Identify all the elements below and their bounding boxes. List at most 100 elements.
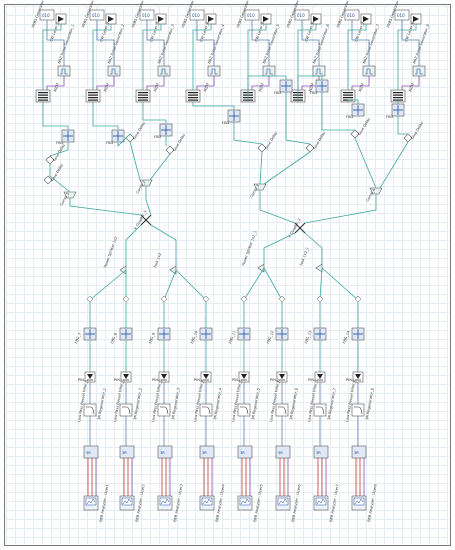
nrz-generator-4[interactable] <box>207 65 221 77</box>
fbg-encoder-2[interactable] <box>111 129 125 143</box>
regen-label-4: 3R Regenerator_4 <box>213 387 223 420</box>
fbg-decoder-6[interactable] <box>275 327 289 341</box>
fbg-encoder-5[interactable] <box>279 79 293 93</box>
lowpass-filter-6[interactable] <box>275 403 289 417</box>
ber-analyzer-8[interactable] <box>351 495 367 511</box>
nrz-generator-5[interactable] <box>262 65 276 77</box>
prbs-generator-1[interactable]: 010 <box>39 9 55 21</box>
regen-label-3: 3R Regenerator_3 <box>171 388 181 421</box>
regenerator-7[interactable]: 3R <box>313 445 329 459</box>
fbg-encoder-6[interactable] <box>315 79 329 93</box>
rx-delay-5[interactable] <box>240 295 248 303</box>
fbg-decoder-label-2: FBG_8 <box>110 332 118 345</box>
fbg-decoder-3[interactable] <box>157 327 171 341</box>
x-coupler-2[interactable] <box>294 222 306 234</box>
combiner-1[interactable] <box>63 191 77 199</box>
combiner-3[interactable] <box>253 183 267 191</box>
fbg-encoder-1[interactable] <box>61 129 75 143</box>
regenerator-3[interactable]: 3R <box>157 445 173 459</box>
ber-analyzer-1[interactable] <box>83 495 99 511</box>
regenerator-1[interactable]: 3R <box>83 445 99 459</box>
rx-delay-4[interactable] <box>202 295 210 303</box>
regenerator-6[interactable]: 3R <box>275 445 291 459</box>
prbs-generator-7[interactable]: 010 <box>344 9 360 21</box>
nrz-generator-8[interactable] <box>412 65 426 77</box>
regenerator-1-body <box>83 445 99 459</box>
prbs-generator-5[interactable]: 010 <box>244 9 260 21</box>
ber-analyzer-5[interactable] <box>237 495 253 511</box>
rx-delay-1[interactable] <box>86 295 94 303</box>
prbs-generator-4[interactable]: 010 <box>189 9 205 21</box>
fbg-encoder-7[interactable] <box>351 103 365 117</box>
fbg-decoder-4[interactable] <box>199 327 213 341</box>
nrz-generator-1[interactable] <box>57 65 71 77</box>
coupler-cross-icon <box>140 214 152 226</box>
modulator-stripe-icon <box>188 94 198 96</box>
combiner-4[interactable] <box>369 187 383 195</box>
nrz-generator-2[interactable] <box>107 65 121 77</box>
mzm-8[interactable] <box>390 89 406 103</box>
prbs-generator-8[interactable]: 010 <box>394 9 410 21</box>
wire-nrz-mzm-4 <box>196 76 215 90</box>
splitter-3[interactable] <box>257 263 265 273</box>
lowpass-filter-7[interactable] <box>313 403 327 417</box>
fbg-decoder-1[interactable] <box>83 327 97 341</box>
regenerator-5[interactable]: 3R <box>237 445 253 459</box>
mzm-3[interactable] <box>135 89 151 103</box>
fbg-encoder-4[interactable] <box>227 109 241 123</box>
rx-delay-8[interactable] <box>354 295 362 303</box>
mzm-4[interactable] <box>185 89 201 103</box>
mzm-2[interactable] <box>85 89 101 103</box>
prbs-bits-icon: 010 <box>42 13 50 18</box>
wire-mzm-fbg-2 <box>92 102 119 130</box>
rx-delay-3[interactable] <box>160 295 168 303</box>
ber-analyzer-6[interactable] <box>275 495 291 511</box>
wire-bb-2 <box>117 133 131 147</box>
regenerator-8[interactable]: 3R <box>351 445 367 459</box>
ber-analyzer-2[interactable] <box>119 495 135 511</box>
rx-delay-6[interactable] <box>278 295 286 303</box>
lowpass-filter-5[interactable] <box>237 403 251 417</box>
lowpass-filter-1[interactable] <box>83 403 97 417</box>
x-coupler-1[interactable] <box>140 214 152 226</box>
ber-analyzer-7[interactable] <box>313 495 329 511</box>
prbs-generator-3[interactable]: 010 <box>139 9 155 21</box>
fbg-decoder-8[interactable] <box>351 327 365 341</box>
time-delay-8[interactable] <box>43 175 53 185</box>
fbg-decoder-7[interactable] <box>313 327 327 341</box>
pin-detector-1[interactable] <box>84 371 96 383</box>
mzm-1[interactable] <box>35 89 51 103</box>
regenerator-4[interactable]: 3R <box>199 445 215 459</box>
filter-label-1: Low Pass Bessel Filter_1 <box>77 379 88 422</box>
filter-curve-icon <box>354 406 363 415</box>
ber-analyzer-3[interactable] <box>157 495 173 511</box>
nrz-generator-6[interactable] <box>312 65 326 77</box>
ber-screen-icon <box>201 497 213 506</box>
prbs-bits-icon: 010 <box>347 13 355 18</box>
ber-screen-icon <box>240 498 250 505</box>
ber-analyzer-4[interactable] <box>199 495 215 511</box>
fbg-decoder-2[interactable] <box>119 327 133 341</box>
fbg-encoder-3[interactable] <box>159 123 173 137</box>
lowpass-filter-8[interactable] <box>351 403 365 417</box>
nrz-generator-3[interactable] <box>157 65 171 77</box>
fbg-decoder-label-4: FBG_10 <box>190 330 199 345</box>
regen-icon: 3R <box>202 451 207 455</box>
splitter-4[interactable] <box>315 263 323 273</box>
modulator-stripe-icon <box>343 94 353 96</box>
wire-bb-12 <box>263 151 311 185</box>
prbs-generator-6[interactable]: 010 <box>294 9 310 21</box>
lowpass-filter-3[interactable] <box>157 403 171 417</box>
fbg-encoder-8[interactable] <box>391 103 405 117</box>
fbg-decoder-5[interactable] <box>237 327 251 341</box>
nrz-generator-7[interactable] <box>362 65 376 77</box>
lowpass-filter-2[interactable] <box>119 403 133 417</box>
combiner-2[interactable] <box>139 179 153 187</box>
rx-delay-2[interactable] <box>122 295 130 303</box>
lowpass-filter-4[interactable] <box>199 403 213 417</box>
rx-delay-7[interactable] <box>316 295 324 303</box>
pin-label-8: PIN <box>346 378 352 382</box>
regenerator-2[interactable]: 3R <box>119 445 135 459</box>
prbs-generator-2[interactable]: 010 <box>89 9 105 21</box>
